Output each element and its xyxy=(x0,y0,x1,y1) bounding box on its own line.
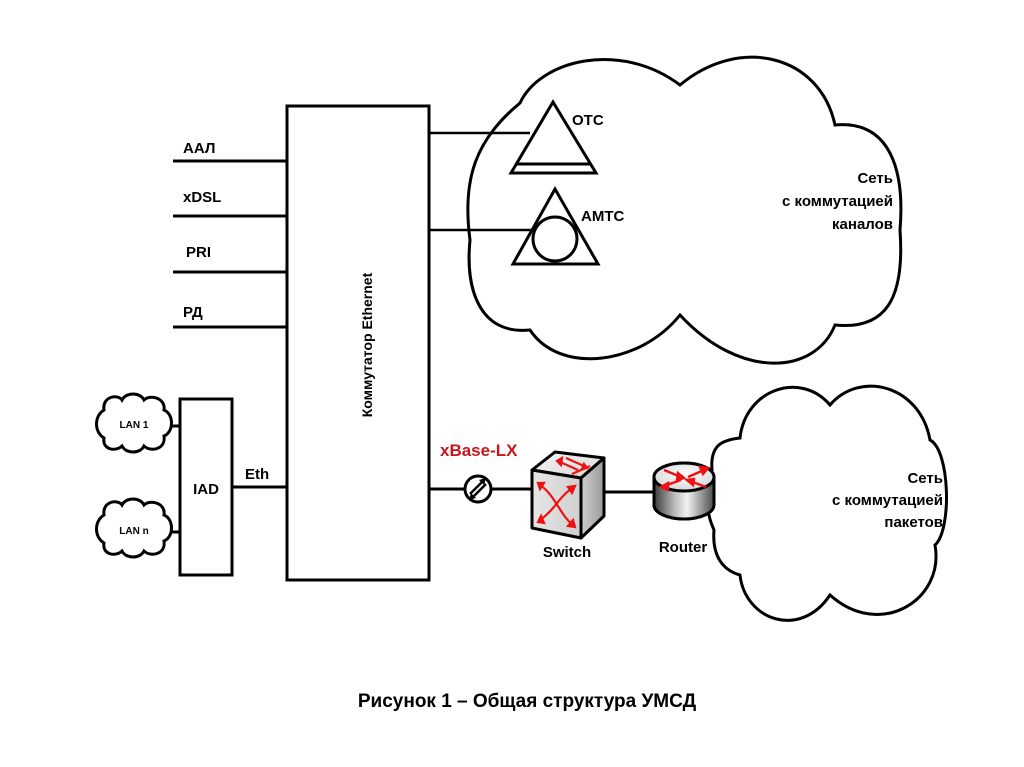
input-label-rd: РД xyxy=(183,304,203,321)
packet-network-label-line2: с коммутацией xyxy=(832,492,943,509)
router-icon-overlay xyxy=(652,461,716,521)
input-label-xdsl: xDSL xyxy=(183,189,221,206)
cloud-outline-icon xyxy=(466,55,903,365)
iad-group: IAD Eth LAN 1 LAN n xyxy=(95,392,287,577)
otc-label: ОТС xyxy=(572,112,604,129)
circuit-network-label-line2: с коммутацией xyxy=(782,193,893,210)
triangle-exchange-icon xyxy=(508,99,599,175)
figure-caption: Рисунок 1 – Общая структура УМСД xyxy=(358,691,697,712)
ethernet-switch-label: Коммутатор Ethernet xyxy=(359,272,375,417)
amts-node: АМТС xyxy=(510,185,624,266)
amts-label: АМТС xyxy=(581,208,624,225)
lanN-label: LAN n xyxy=(119,526,148,537)
ethernet-switch-block: Коммутатор Ethernet xyxy=(285,104,431,582)
router-label: Router xyxy=(659,539,707,556)
lan1-label: LAN 1 xyxy=(120,420,149,431)
switch-icon xyxy=(530,450,606,540)
xbase-lx-label: xBase-LX xyxy=(440,441,518,460)
iad-rect xyxy=(178,397,234,577)
packet-network-cloud: Сеть с коммутацией пакетов xyxy=(705,384,948,622)
switch-label: Switch xyxy=(543,544,591,561)
circuit-network-cloud: Сеть с коммутацией каналов xyxy=(466,55,903,365)
packet-network-label-line1: Сеть xyxy=(907,470,943,487)
media-converter-icon xyxy=(463,474,493,504)
input-lines: ААЛ xDSL PRI РД xyxy=(173,140,287,329)
iad-label: IAD xyxy=(193,481,219,498)
input-label-aal: ААЛ xyxy=(183,140,215,157)
eth-label: Eth xyxy=(245,466,269,483)
lan1-cloud-icon xyxy=(95,392,173,454)
circuit-network-label-line3: каналов xyxy=(832,216,893,233)
packet-network-label-line3: пакетов xyxy=(884,514,943,531)
input-label-pri: PRI xyxy=(186,244,211,261)
ethernet-switch-rect xyxy=(285,104,431,582)
cloud-outline-icon xyxy=(705,384,948,622)
circuit-network-label-line1: Сеть xyxy=(857,170,893,187)
otc-node: ОТС xyxy=(508,99,604,175)
lanN-cloud-icon xyxy=(95,497,173,559)
amts-circle xyxy=(531,215,579,263)
